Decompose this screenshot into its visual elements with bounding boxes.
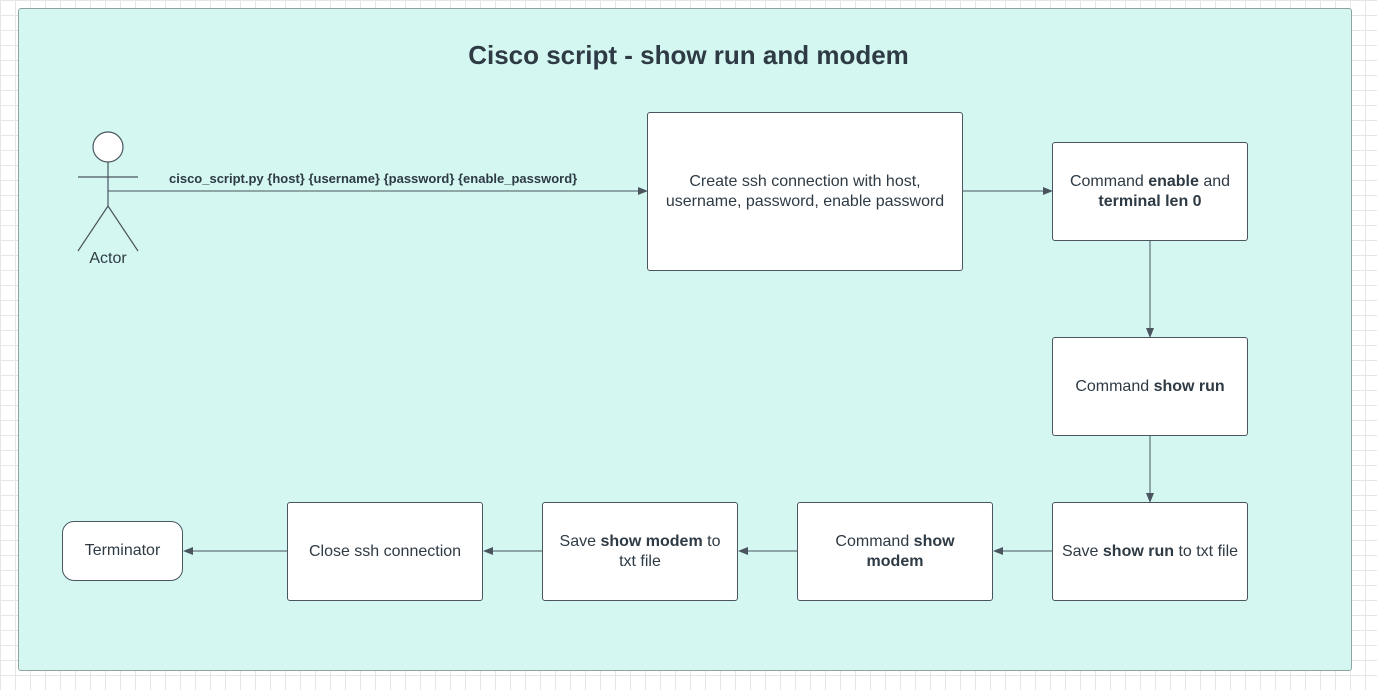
- node-close-ssh: Close ssh connection: [287, 502, 483, 601]
- node-create-ssh: Create ssh connection with host, usernam…: [647, 112, 963, 271]
- edge-label-command: cisco_script.py {host} {username} {passw…: [169, 171, 578, 186]
- actor-head: [92, 131, 124, 163]
- node-create-ssh-text: Create ssh connection with host, usernam…: [665, 172, 945, 210]
- node-show-run-command-text: Command show run: [1075, 377, 1225, 395]
- actor-left-leg: [77, 205, 109, 252]
- diagram-title: Cisco script - show run and modem: [468, 40, 909, 70]
- node-save-show-run: Save show run to txt file: [1052, 502, 1248, 601]
- node-show-modem-command: Command show modem: [797, 502, 993, 601]
- actor-label: Actor: [89, 250, 127, 267]
- actor-right-leg: [107, 205, 139, 252]
- node-enable-command-text: Command enable and terminal len 0: [1069, 172, 1231, 210]
- node-show-modem-command-text: Command show modem: [835, 532, 955, 570]
- node-terminator: Terminator: [62, 521, 183, 581]
- node-terminator-text: Terminator: [84, 542, 161, 559]
- node-save-show-modem-text: Save show modem to txt file: [559, 532, 721, 570]
- node-save-show-run-text: Save show run to txt file: [1061, 542, 1239, 560]
- actor-figure: [77, 131, 139, 252]
- node-show-run-command: Command show run: [1052, 337, 1248, 436]
- node-save-show-modem: Save show modem to txt file: [542, 502, 738, 601]
- node-close-ssh-text: Close ssh connection: [308, 542, 462, 560]
- node-enable-command: Command enable and terminal len 0: [1052, 142, 1248, 241]
